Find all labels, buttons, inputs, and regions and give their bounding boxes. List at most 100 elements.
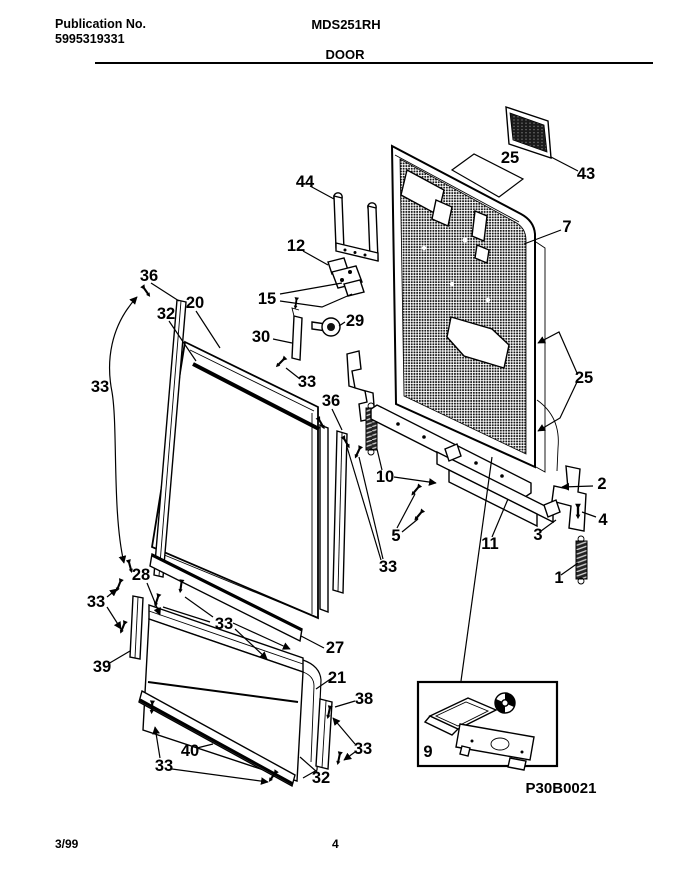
callout-27-26: 27 [326,639,344,657]
model-number: MDS251RH [311,17,380,32]
leader-33-bl-a [152,726,161,759]
callout-36-8: 36 [140,267,158,285]
strip-39 [129,595,144,660]
leader-33c-b [162,606,211,623]
front-panel-20 [150,340,320,620]
callout-33-22: 33 [379,558,397,576]
drawing-number: P30B0021 [526,780,597,797]
leader-10a [376,448,383,471]
callout-21-28: 21 [328,669,346,687]
leader-33c-c [234,628,268,660]
side-strip-36-right [332,430,348,594]
callout-15-5: 15 [258,290,276,308]
leader-3 [540,519,557,532]
leader-33-br-a [332,717,356,745]
footer-page-number: 4 [332,837,339,851]
door-shell-side [535,241,546,473]
callout-33-12: 33 [298,373,316,391]
callout-44-2: 44 [296,173,315,191]
vent-tab [431,199,453,227]
callout-33-25: 33 [215,615,233,633]
callout-32-9: 32 [157,305,175,323]
leader-44 [309,185,335,200]
callout-39-27: 39 [93,658,111,676]
leader-33c-d [232,622,291,650]
callout-29-6: 29 [346,312,364,330]
latch-assembly-12 [327,257,365,297]
leader-30 [272,338,293,344]
leader-32-bottom [299,756,318,773]
callout-10-15: 10 [376,468,394,486]
leader-10b [393,476,437,486]
spring-1 [575,535,588,585]
callout-20-10: 20 [186,294,204,312]
leader-33c-a [184,596,214,618]
hinge-bracket-right-2-3 [551,465,587,532]
inset-box-9 [416,680,559,771]
side-strip-right-a [319,423,329,614]
publication-number: 5995319331 [55,32,125,46]
leader-20 [195,310,221,349]
vent-grille-43 [505,106,552,159]
leader-9-inset [460,456,493,682]
leader-28 [146,582,161,616]
section-title: DOOR [326,47,366,62]
header: Publication No. 5995319331 MDS251RH DOOR [55,17,653,64]
latch-slot-lower [474,244,490,264]
latch-slot-upper [471,209,488,243]
leader-43 [550,156,579,172]
leader-lines [106,153,597,785]
bracket-30 [291,297,303,361]
leader-33-bm-b [346,446,382,561]
leader-33-bm-a [358,456,384,560]
leader-33-left-bracket [108,296,138,564]
cam-knob-29 [311,317,341,337]
callout-28-23: 28 [132,566,150,584]
callout-1-21: 1 [554,569,563,587]
callout-33-32: 33 [354,740,372,758]
leader-25r-b [537,381,578,432]
leader-27 [300,635,325,649]
callout-38-29: 38 [355,690,373,708]
bottom-channel-11 [436,443,561,528]
callout-3-18: 3 [533,526,542,544]
leader-15a [279,282,343,295]
leader-1 [560,562,579,576]
callout-7-3: 7 [562,218,571,236]
callout-30-7: 30 [252,328,270,346]
callout-4-17: 4 [598,511,608,529]
callout-32-33: 32 [312,769,330,787]
callout-11-20: 11 [481,535,498,553]
leader-15b [279,293,353,308]
leader-7 [523,229,562,245]
leader-33-ll-a [106,588,118,598]
callout-25-0: 25 [501,149,519,167]
callout-2-16: 2 [597,475,606,493]
dispenser-cutout [446,316,510,369]
leader-33-br-b [343,751,356,761]
leader-5a [396,493,416,529]
leader-11 [491,498,509,538]
footer: 3/99 4 P30B0021 [55,780,596,851]
leader-33-mid [285,367,301,380]
callout-43-1: 43 [577,165,595,183]
callout-36-13: 36 [322,392,340,410]
leader-33-bl-b [171,768,269,785]
leader-25-top [450,153,525,198]
callout-5-19: 5 [391,527,400,545]
callout-40-30: 40 [181,742,199,760]
door-handle-44 [333,192,379,262]
leader-32-left [168,320,197,362]
footer-date: 3/99 [55,837,79,851]
leader-5b [401,518,419,533]
leader-2 [561,482,594,491]
leader-25r-a [537,331,578,374]
side-strip-36-left [153,299,187,578]
inner-door-panel-7 [390,144,559,473]
leader-29 [338,321,346,327]
callout-12-4: 12 [287,237,305,255]
detergent-dispenser-9 [423,692,535,771]
callout-33-24: 33 [87,593,105,611]
